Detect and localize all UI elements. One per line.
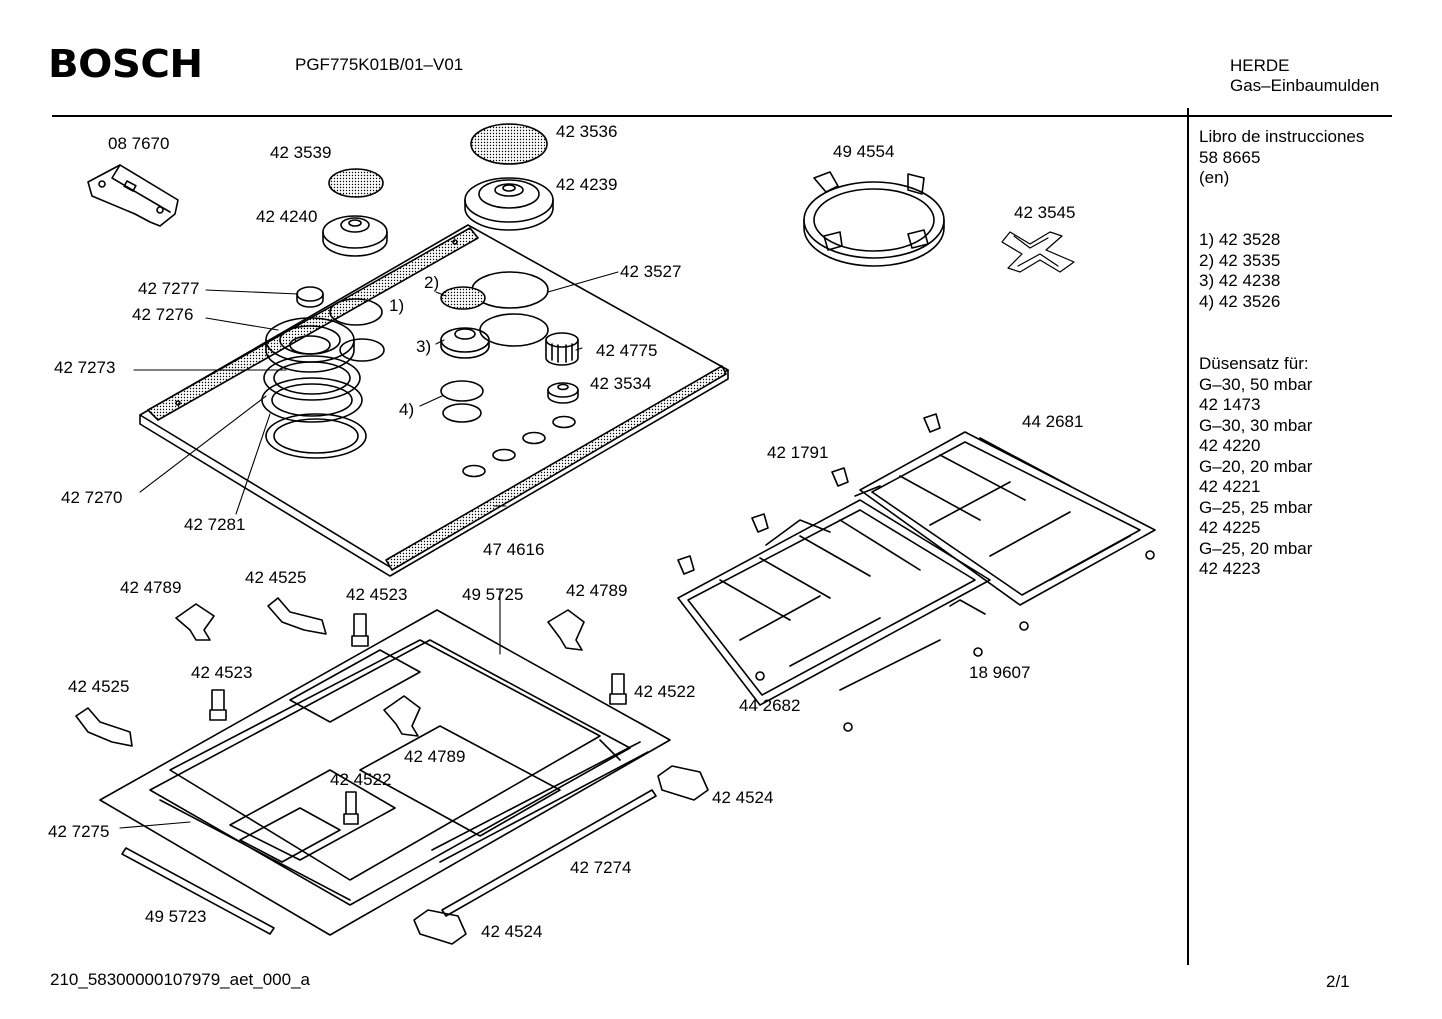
page-number: 2/1 <box>1326 972 1350 991</box>
part-number-label: 42 3534 <box>590 374 651 393</box>
part-number-label: 42 7276 <box>132 305 193 324</box>
part-number-label: 42 3539 <box>270 143 331 162</box>
part-number-label: 42 4789 <box>404 747 465 766</box>
manual-language: (en) <box>1199 168 1230 187</box>
footnote-list: 1) 42 3528 2) 42 3535 3) 42 4238 4) 42 3… <box>1199 230 1280 312</box>
nozzle-gas-type: G–30, 30 mbar <box>1199 415 1313 435</box>
part-number-label: 42 4524 <box>481 922 542 941</box>
footnote-item: 3) 42 4238 <box>1199 271 1281 290</box>
part-number-label: 42 4789 <box>566 581 627 600</box>
pan-support-left <box>677 499 991 706</box>
footnote-item: 2) 42 3535 <box>1199 250 1281 270</box>
burner-head-large <box>464 177 554 231</box>
part-number-label: 42 7275 <box>48 822 109 841</box>
nozzle-part-number: 42 1473 <box>1199 395 1261 414</box>
grate-clip <box>677 413 941 575</box>
burner-footnote-3 <box>440 327 490 359</box>
seal-strip-front <box>121 847 275 935</box>
wok-burner-assembly <box>261 286 367 459</box>
part-number-label: 42 3527 <box>620 262 681 281</box>
part-number-label: 42 1791 <box>767 443 828 462</box>
nozzle-gas-type: G–25, 20 mbar <box>1199 538 1313 558</box>
base-tray <box>99 609 671 936</box>
part-number-label: 42 4523 <box>346 585 407 604</box>
ignition-bracket <box>87 164 179 227</box>
part-number-label: 2) <box>424 273 439 292</box>
mounting-clamp <box>175 603 585 737</box>
part-number-label: 1) <box>389 296 404 315</box>
manual-block: Libro de instrucciones 58 8665 (en) <box>1199 127 1364 189</box>
nozzle-set-block: Düsensatz für: G–30, 50 mbar 42 1473 G–3… <box>1199 354 1312 580</box>
part-labels: 08 7670 42 3539 42 3536 42 4240 42 4239 49 45… <box>48 122 1083 941</box>
category-line-1: HERDE <box>1230 56 1290 75</box>
burner-cap-small <box>328 168 384 198</box>
part-number-label: 42 4522 <box>330 770 391 789</box>
manual-title: Libro de instrucciones <box>1199 127 1365 146</box>
part-number-label: 42 7274 <box>570 858 631 877</box>
corner-piece <box>413 765 709 945</box>
seal-strip-side <box>441 789 657 917</box>
nozzle-part-number: 42 4221 <box>1199 477 1261 496</box>
part-number-label: 4) <box>399 400 414 419</box>
part-number-label: 42 7270 <box>61 488 122 507</box>
manual-number: 58 8665 <box>1199 147 1261 167</box>
burner-small <box>547 382 579 404</box>
wok-ring <box>803 171 945 267</box>
part-number-label: 18 9607 <box>969 663 1030 682</box>
grate-foot <box>755 550 1155 732</box>
part-number-label: 42 3545 <box>1014 203 1075 222</box>
part-number-label: 42 4525 <box>68 677 129 696</box>
burner-cap-large <box>470 123 548 165</box>
category-block: HERDE Gas–Einbaumulden <box>1230 56 1379 96</box>
category-line-2: Gas–Einbaumulden <box>1230 76 1380 95</box>
sidebar-divider <box>1187 108 1189 965</box>
part-number-label: 42 4525 <box>245 568 306 587</box>
part-number-label: 3) <box>416 337 431 356</box>
nozzle-title: Düsensatz für: <box>1199 354 1309 373</box>
part-number-label: 49 5725 <box>462 585 523 604</box>
hob-top-panel <box>139 224 729 577</box>
part-number-label: 42 4522 <box>634 682 695 701</box>
nozzle-gas-type: G–20, 20 mbar <box>1199 456 1313 476</box>
mounting-bracket <box>75 597 327 747</box>
part-number-label: 42 7273 <box>54 358 115 377</box>
footnote-item: 4) 42 3526 <box>1199 291 1281 311</box>
nozzle-gas-type: G–25, 25 mbar <box>1199 497 1313 517</box>
control-knob <box>545 332 579 366</box>
nozzle-part-number: 42 4225 <box>1199 518 1261 537</box>
simmer-plate <box>1001 231 1075 273</box>
part-number-label: 42 7277 <box>138 279 199 298</box>
part-number-label: 42 4239 <box>556 175 617 194</box>
cap-footnote-2 <box>440 286 486 310</box>
part-number-label: 42 3536 <box>556 122 617 141</box>
part-number-label: 42 7281 <box>184 515 245 534</box>
part-number-label: 42 4240 <box>256 207 317 226</box>
model-number: PGF775K01B/01–V01 <box>295 55 464 74</box>
drawing-id: 210_58300000107979_aet_000_a <box>50 970 310 989</box>
nozzle-part-number: 42 4223 <box>1199 559 1261 578</box>
leader-lines <box>119 271 619 829</box>
brand-logo: BOSCH <box>48 42 203 86</box>
part-number-label: 08 7670 <box>108 134 169 153</box>
part-number-label: 49 4554 <box>833 142 894 161</box>
gas-screw <box>209 613 627 825</box>
part-number-label: 49 5723 <box>145 907 206 926</box>
nozzle-gas-type: G–30, 50 mbar <box>1199 374 1313 394</box>
part-number-label: 44 2682 <box>739 696 800 715</box>
burner-head-small <box>322 215 388 257</box>
pan-support-right <box>854 431 1156 606</box>
part-number-label: 42 4789 <box>120 578 181 597</box>
part-number-label: 42 4524 <box>712 788 773 807</box>
part-number-label: 42 4775 <box>596 341 657 360</box>
part-number-label: 42 4523 <box>191 663 252 682</box>
footnote-item: 1) 42 3528 <box>1199 230 1281 249</box>
part-number-label: 44 2681 <box>1022 412 1083 431</box>
header-divider <box>52 115 1392 117</box>
part-number-label: 47 4616 <box>483 540 544 559</box>
nozzle-part-number: 42 4220 <box>1199 436 1261 455</box>
